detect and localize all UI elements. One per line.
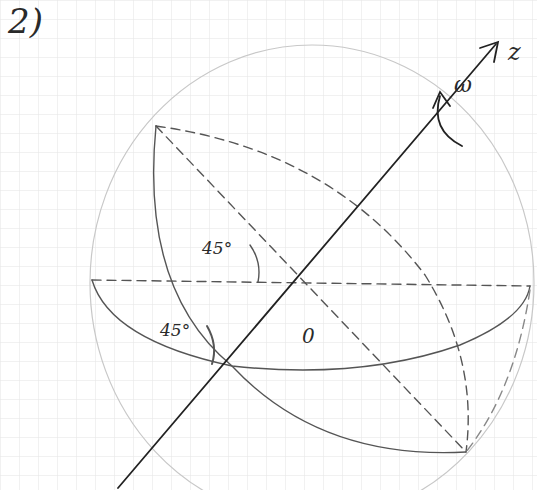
- angle-label: 45°: [202, 240, 232, 257]
- z-axis: [118, 44, 496, 488]
- angle-arc: [207, 326, 214, 364]
- equator-front: [92, 280, 530, 370]
- diameter-line: [156, 126, 466, 452]
- equator-back: [92, 280, 530, 286]
- angular-velocity-symbol: ω: [454, 74, 472, 96]
- sphere-outline: [90, 45, 534, 490]
- angle-label: 45°: [160, 322, 190, 339]
- tilted-circle-back: [156, 126, 468, 452]
- angle-arc: [250, 245, 259, 282]
- point-label: 0: [302, 326, 315, 346]
- problem-number: 2): [8, 4, 43, 38]
- axis-label: z: [508, 40, 521, 64]
- back-arc: [466, 290, 530, 452]
- axis-arrowhead: [480, 42, 498, 62]
- rotation-arrowhead: [433, 92, 450, 108]
- rotation-arrow: [438, 96, 462, 146]
- tilted-circle-front: [154, 126, 466, 453]
